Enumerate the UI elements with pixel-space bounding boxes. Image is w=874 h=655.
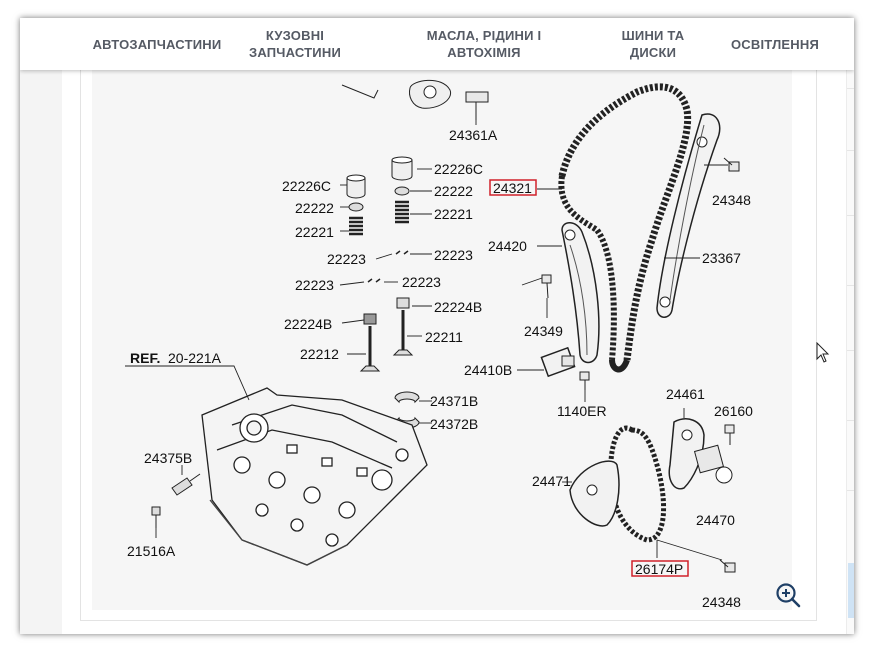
- part-label: 22223: [327, 251, 366, 267]
- part-label: 22223: [434, 247, 473, 263]
- part-label: 22221: [295, 224, 334, 240]
- part-label: 22222: [434, 183, 473, 199]
- part-label: 24470: [696, 512, 735, 528]
- nav-item-label-line2: АВТОХІМІЯ: [447, 45, 521, 60]
- mouse-pointer-icon: [816, 342, 830, 363]
- chain-tensioner-24410B[interactable]: [540, 346, 576, 378]
- part-label: 22222: [295, 200, 334, 216]
- part-label: 22223: [295, 277, 334, 293]
- part-label: 24461: [666, 386, 705, 402]
- timing-chain-lower[interactable]: [608, 425, 667, 543]
- part-label: 22211: [425, 329, 463, 345]
- nav-item-label: КУЗОВНІ: [265, 28, 325, 43]
- ref-label: REF.: [130, 350, 160, 366]
- nav-item-oils-fluids[interactable]: МАСЛА, РІДИНИ І АВТОХІМІЯ: [405, 18, 563, 70]
- nav-item-tires-wheels[interactable]: ШИНИ ТА ДИСКИ: [598, 18, 708, 70]
- cam-sprocket: [341, 79, 452, 109]
- nav-item-label: ШИНИ ТА: [621, 28, 685, 43]
- tensioner-arm-24420[interactable]: [561, 222, 600, 364]
- part-label: 26160: [714, 403, 753, 419]
- valve-train-parts[interactable]: [346, 156, 420, 429]
- nav-item-label: АВТОЗАПЧАСТИНИ: [92, 36, 222, 52]
- chain-guide-23367[interactable]: [656, 113, 721, 318]
- parts-diagram[interactable]: 24361A 22226C 22226C 22222 22222 22221 2…: [92, 70, 792, 610]
- part-label: 21516A: [127, 543, 176, 559]
- part-label: 24348: [702, 594, 741, 610]
- part-label: 24372B: [430, 416, 478, 432]
- ref-code: 20-221A: [168, 350, 222, 366]
- part-label: 24348: [712, 192, 751, 208]
- part-label: 24410B: [464, 362, 512, 378]
- right-column: [846, 70, 854, 634]
- part-label: 23367: [702, 250, 741, 266]
- scroll-indicator[interactable]: [848, 563, 854, 618]
- sensor-24375B[interactable]: [151, 473, 201, 528]
- bolt-icons: [465, 91, 740, 390]
- part-label: 24361A: [449, 127, 498, 143]
- part-label: 24471: [532, 473, 571, 489]
- top-navigation: АВТОЗАПЧАСТИНИ КУЗОВНІ ЗАПЧАСТИНИ МАСЛА,…: [20, 18, 854, 70]
- part-label-highlighted: 26174P: [635, 561, 683, 577]
- part-label: 22224B: [284, 316, 332, 332]
- part-label: 24375B: [144, 450, 192, 466]
- left-gutter: [20, 70, 62, 634]
- nav-item-label-line2: ЗАПЧАСТИНИ: [249, 45, 341, 60]
- nav-item-label-line2: ДИСКИ: [629, 45, 677, 60]
- part-labels: 24361A 22226C 22226C 22222 22222 22221 2…: [127, 127, 753, 610]
- chain-guide-24471[interactable]: [569, 460, 620, 527]
- nav-item-autoparts[interactable]: АВТОЗАПЧАСТИНИ: [62, 18, 252, 70]
- chain-guide-24461[interactable]: [668, 418, 705, 490]
- browser-window: АВТОЗАПЧАСТИНИ КУЗОВНІ ЗАПЧАСТИНИ МАСЛА,…: [20, 18, 854, 634]
- part-label: 1140ER: [557, 403, 607, 419]
- part-label: 24371B: [430, 393, 478, 409]
- zoom-in-icon[interactable]: [774, 581, 802, 609]
- part-label: 22221: [434, 206, 473, 222]
- nav-item-label: МАСЛА, РІДИНИ І: [426, 28, 542, 43]
- part-label: 22223: [402, 274, 441, 290]
- part-label-highlighted: 24321: [493, 180, 532, 196]
- nav-item-label: ОСВІТЛЕННЯ: [730, 36, 820, 52]
- cylinder-head-illustration: [201, 387, 428, 566]
- nav-item-lighting[interactable]: ОСВІТЛЕННЯ: [720, 18, 830, 70]
- part-label: 22226C: [434, 161, 483, 177]
- part-label: 22226C: [282, 178, 331, 194]
- nav-item-body-parts[interactable]: КУЗОВНІ ЗАПЧАСТИНИ: [225, 18, 365, 70]
- part-label: 22212: [300, 346, 339, 362]
- part-label: 24349: [524, 323, 563, 339]
- highlight-box: [489, 179, 537, 196]
- tensioner-24470[interactable]: [693, 424, 736, 573]
- part-label: 22224B: [434, 299, 482, 315]
- timing-chain-upper[interactable]: [558, 83, 692, 373]
- part-label: 24420: [488, 238, 527, 254]
- highlight-box: [631, 560, 689, 577]
- leader-lines: [125, 120, 728, 561]
